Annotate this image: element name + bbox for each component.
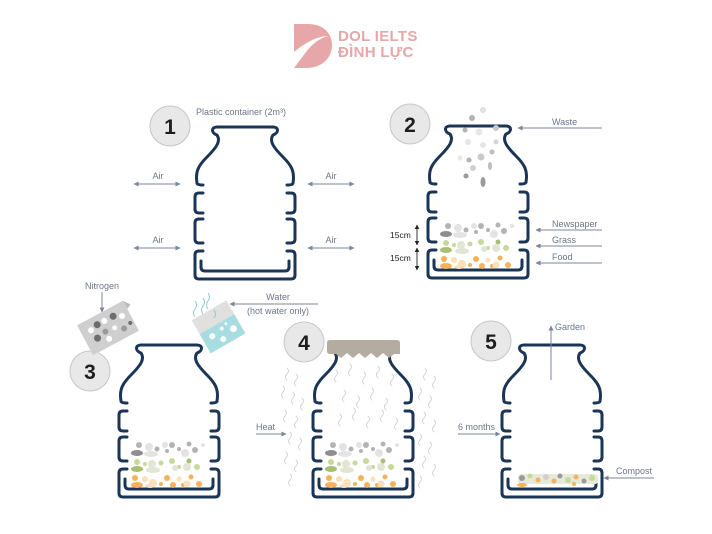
garden-label: Garden <box>555 322 585 332</box>
jar-1 <box>193 125 297 281</box>
newspaper-label: Newspaper <box>552 219 598 229</box>
air-label: Air <box>153 235 164 245</box>
step-3-number: 3 <box>84 361 96 384</box>
step-3: 3 Nitrogen Water (hot water only) <box>69 281 318 499</box>
step-1-number: 1 <box>164 116 176 139</box>
container-label: Plastic container (2m³) <box>196 107 286 117</box>
step-4: 4 Heat <box>256 321 436 499</box>
duration-label: 6 months <box>458 422 496 432</box>
air-label: Air <box>153 171 164 181</box>
material-layers <box>325 441 399 488</box>
jar-4 <box>311 343 415 499</box>
step-2-number: 2 <box>404 114 416 137</box>
material-layers <box>440 222 514 269</box>
label-arrows <box>517 125 602 266</box>
steam-icon <box>193 292 216 319</box>
food-label: Food <box>552 252 573 262</box>
step-5-number: 5 <box>485 331 497 354</box>
waste-label: Waste <box>552 117 577 127</box>
dimension-top-label: 15cm <box>390 230 411 240</box>
air-arrows <box>133 181 355 251</box>
brand-logo: DOL IELTS ĐÌNH LỰC <box>292 22 418 68</box>
heat-label: Heat <box>256 422 276 432</box>
lid-icon <box>327 340 400 358</box>
compost-label: Compost <box>616 466 653 476</box>
water-label: Water <box>266 292 290 302</box>
grass-label: Grass <box>552 235 577 245</box>
water-beaker-icon <box>191 300 246 354</box>
step-1: 1 Plastic container (2m³) Air Air Air Ai… <box>133 105 355 281</box>
brand-line-2: ĐÌNH LỰC <box>338 44 414 61</box>
nitrogen-label: Nitrogen <box>85 281 119 291</box>
material-layers <box>131 441 205 488</box>
nitrogen-bag-icon <box>77 300 139 356</box>
step-5: 5 Garden 6 months Compost <box>458 320 654 499</box>
jar-2 <box>426 124 530 280</box>
falling-waste <box>457 107 499 187</box>
step-4-number: 4 <box>298 332 310 355</box>
dimension-bottom-label: 15cm <box>390 253 411 263</box>
compost-layer <box>517 473 598 487</box>
logo-mark-icon <box>294 24 332 68</box>
brand-line-1: DOL IELTS <box>338 28 418 45</box>
air-label: Air <box>326 171 337 181</box>
water-note-label: (hot water only) <box>247 306 309 316</box>
step-2: 2 Waste Newspaper Grass Food 15cm 15cm <box>389 103 602 280</box>
air-label: Air <box>326 235 337 245</box>
jar-3 <box>117 343 221 499</box>
